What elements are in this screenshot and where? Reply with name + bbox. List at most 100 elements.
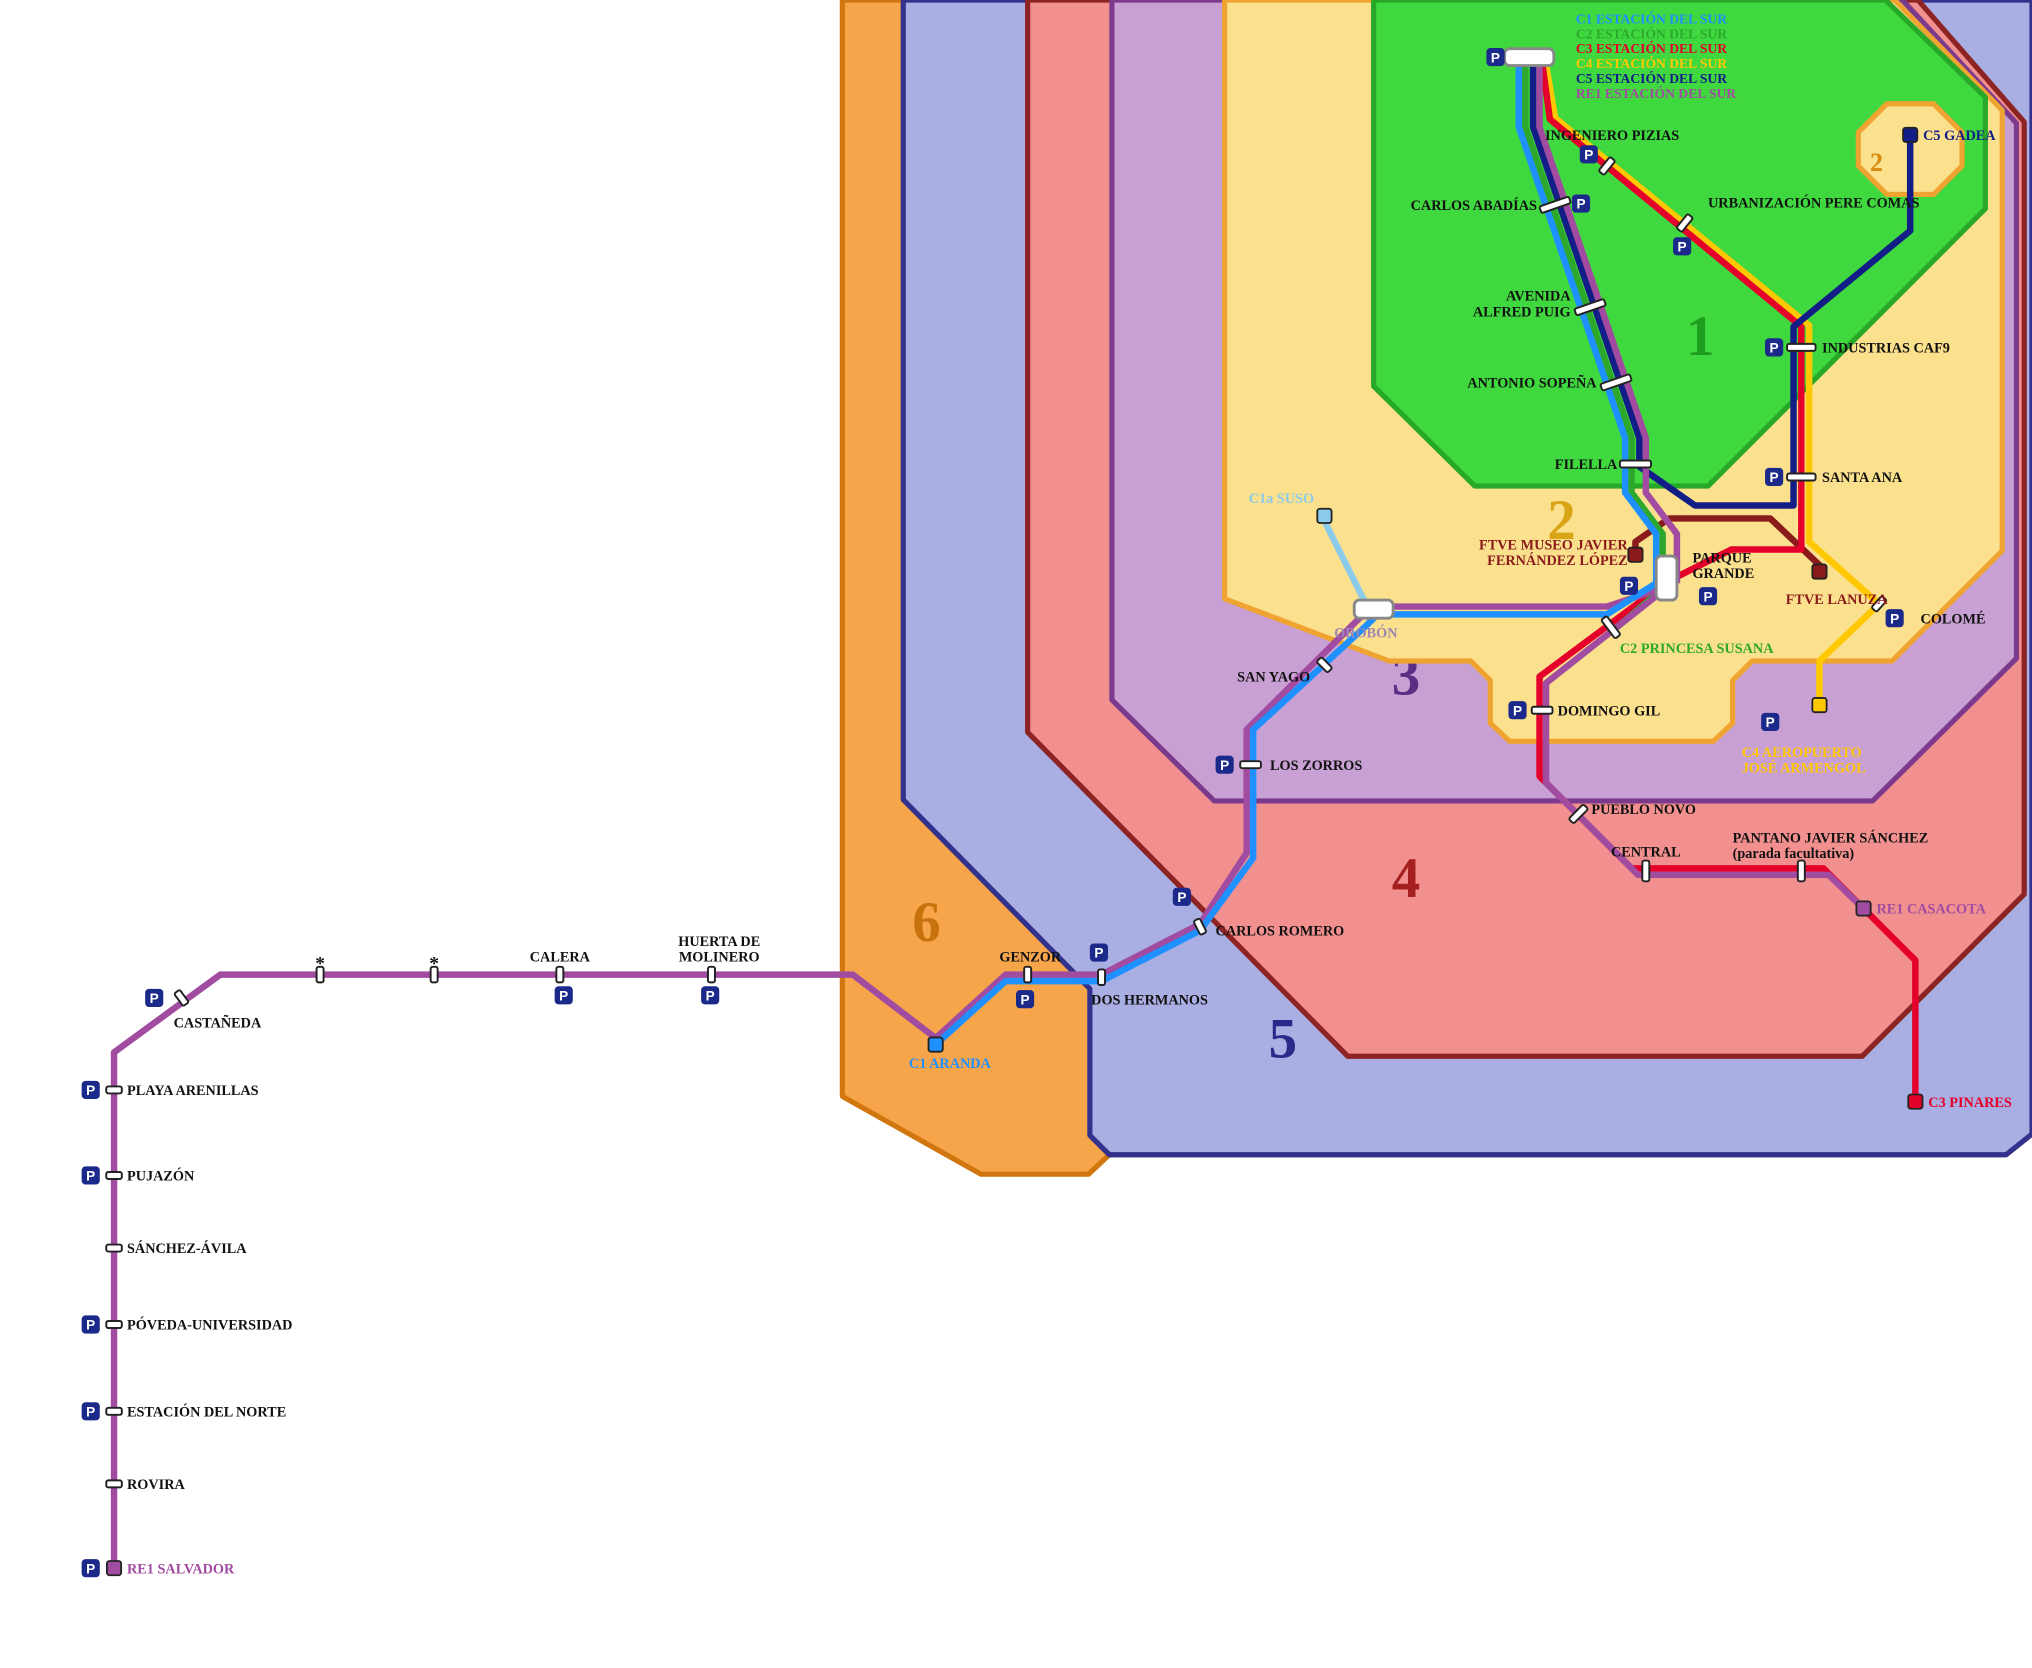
station-urbanizacion-pere-comas-marker bbox=[1676, 213, 1694, 233]
station-urbanizacion-pere-comas-parking-icon bbox=[1673, 237, 1692, 256]
station-salvador-parking-letter: P bbox=[86, 1561, 95, 1576]
station-parque-grande-parking-letter: P bbox=[1703, 589, 1712, 604]
station-parque-grande-marker bbox=[1654, 554, 1679, 602]
station-ingeniero-pizias-marker bbox=[1598, 156, 1616, 176]
station-pujazon-label: PUJAZÓN bbox=[127, 1168, 195, 1185]
station-asterisk-2-marker bbox=[429, 965, 439, 984]
station-domingo-gil-parking-icon bbox=[1508, 701, 1527, 720]
station-huerta-de-molinero-marker bbox=[706, 965, 716, 984]
station-parque-grande-label: GRANDE bbox=[1692, 566, 1754, 582]
station-calera-label: CALERA bbox=[530, 950, 591, 966]
station-avenida-alfred-puig-label: AVENIDA bbox=[1506, 289, 1571, 305]
station-casacota-label: RE1 CASACOTA bbox=[1876, 902, 1986, 918]
station-sanchez-avila-label: SÁNCHEZ-ÁVILA bbox=[127, 1240, 247, 1257]
station-rovira-label: ROVIRA bbox=[127, 1477, 186, 1493]
station-gadea-marker bbox=[1902, 126, 1919, 143]
station-pueblo-novo-marker bbox=[1568, 803, 1589, 824]
station-antonio-sopena-label: ANTONIO SOPEÑA bbox=[1467, 374, 1597, 392]
station-pinares-label: C3 PINARES bbox=[1928, 1095, 2012, 1111]
station-castaneda-parking-letter: P bbox=[150, 991, 159, 1006]
terminus-label-C1: C1 ESTACIÓN DEL SUR bbox=[1576, 10, 1727, 26]
station-parque-grande-label: PARQUE bbox=[1692, 551, 1751, 567]
station-castaneda-marker bbox=[173, 989, 190, 1007]
station-genzor-label: GENZOR bbox=[999, 950, 1061, 966]
station-aeropuerto-jose-armengol-label: JOSÉ ARMENGOL bbox=[1742, 759, 1866, 776]
station-pantano-javier-sanchez-marker bbox=[1796, 859, 1806, 883]
zone-6-label: 6 bbox=[912, 891, 941, 954]
station-santa-ana-label: SANTA ANA bbox=[1822, 470, 1903, 486]
station-rovira-marker bbox=[105, 1479, 123, 1489]
station-dos-hermanos-parking-icon bbox=[1089, 943, 1109, 962]
station-asterisk-1-marker bbox=[315, 965, 325, 984]
station-poveda-universidad-parking-letter: P bbox=[86, 1318, 95, 1333]
station-carlos-abadias-parking-letter: P bbox=[1576, 197, 1585, 212]
station-huerta-de-molinero-parking-icon bbox=[701, 986, 720, 1005]
station-domingo-gil-marker bbox=[1530, 705, 1554, 715]
station-poveda-universidad-marker bbox=[105, 1320, 123, 1329]
station-industrias-caf9-label: INDUSTRIAS CAF9 bbox=[1822, 341, 1950, 357]
station-huerta-de-molinero-label: HUERTA DE bbox=[678, 934, 760, 950]
station-los-zorros-label: LOS ZORROS bbox=[1270, 758, 1362, 774]
station-colome-parking-icon bbox=[1885, 609, 1904, 628]
station-lanuza-label: FTVE LANUZA bbox=[1786, 592, 1888, 608]
station-genzor-parking-icon bbox=[1016, 990, 1035, 1009]
station-museo-javier-fernandez-lopez-label: FERNÁNDEZ LÓPEZ bbox=[1487, 552, 1628, 569]
station-santa-ana-marker bbox=[1786, 472, 1817, 482]
terminus-label-C2: C2 ESTACIÓN DEL SUR bbox=[1576, 25, 1727, 41]
station-domingo-gil-label: DOMINGO GIL bbox=[1558, 703, 1661, 719]
station-playa-arenillas-label: PLAYA ARENILLAS bbox=[127, 1083, 259, 1099]
station-castaneda-label: CASTAÑEDA bbox=[174, 1014, 262, 1032]
station-domingo-gil-parking-letter: P bbox=[1513, 703, 1522, 718]
station-calera-parking-letter: P bbox=[559, 989, 568, 1004]
station-santa-ana-parking-icon bbox=[1765, 467, 1784, 487]
line-C4 bbox=[1542, 64, 1883, 704]
terminus-label-C4: C4 ESTACIÓN DEL SUR bbox=[1576, 55, 1727, 71]
line-RE1-1 bbox=[1542, 583, 1869, 914]
station-urbanizacion-pere-comas-parking-letter: P bbox=[1678, 239, 1687, 254]
station-ingeniero-pizias-parking-icon bbox=[1579, 145, 1598, 164]
terminus-label-RE1: RE1 ESTACIÓN DEL SUR bbox=[1576, 85, 1736, 101]
line-C5 bbox=[1529, 59, 1914, 509]
station-castaneda-parking-icon bbox=[145, 988, 164, 1008]
station-carlos-romero-label: CARLOS ROMERO bbox=[1216, 924, 1345, 940]
station-estacion-del-norte-parking-icon bbox=[81, 1402, 100, 1421]
station-genzor-parking-letter: P bbox=[1021, 992, 1030, 1007]
station-urbanizacion-pere-comas-label: URBANIZACIÓN PERE COMAS bbox=[1708, 194, 1919, 211]
station-orobon-label: OROBÓN bbox=[1334, 625, 1398, 642]
station-antonio-sopena-marker bbox=[1599, 373, 1633, 392]
station-salvador-marker bbox=[106, 1560, 123, 1577]
station-industrias-caf9-parking-letter: P bbox=[1770, 341, 1779, 356]
station-colome-parking-letter: P bbox=[1890, 611, 1899, 626]
station-colome-label: COLOMÉ bbox=[1921, 610, 1986, 627]
station-asterisk-2-label: * bbox=[429, 953, 439, 974]
station-estacion-del-sur-parking-icon bbox=[1486, 48, 1505, 67]
zone-1-label: 1 bbox=[1686, 305, 1715, 368]
station-carlos-romero-parking-icon bbox=[1172, 887, 1191, 906]
station-estacion-del-norte-label: ESTACIÓN DEL NORTE bbox=[127, 1404, 286, 1421]
station-casacota-marker bbox=[1855, 900, 1872, 917]
station-san-yago-marker bbox=[1316, 656, 1333, 674]
station-museo-javier-fernandez-lopez-parking-letter: P bbox=[1624, 579, 1633, 594]
station-suso-marker bbox=[1316, 507, 1333, 524]
station-los-zorros-marker bbox=[1239, 760, 1262, 770]
station-salvador-parking-icon bbox=[81, 1559, 100, 1578]
station-princesa-susana-label: C2 PRINCESA SUSANA bbox=[1620, 641, 1774, 657]
station-playa-arenillas-marker bbox=[105, 1085, 123, 1095]
station-carlos-romero-parking-letter: P bbox=[1177, 890, 1186, 905]
terminus-label-C3: C3 ESTACIÓN DEL SUR bbox=[1576, 40, 1727, 56]
station-san-yago-label: SAN YAGO bbox=[1237, 670, 1310, 686]
station-central-marker bbox=[1641, 859, 1651, 883]
station-calera-marker bbox=[555, 965, 565, 984]
station-filella-label: FILELLA bbox=[1555, 457, 1618, 473]
station-dos-hermanos-parking-letter: P bbox=[1094, 946, 1103, 961]
station-museo-javier-fernandez-lopez-marker bbox=[1627, 546, 1644, 563]
station-aranda-marker bbox=[927, 1036, 944, 1053]
station-filella-marker bbox=[1618, 459, 1652, 469]
station-aeropuerto-jose-armengol-parking-letter: P bbox=[1766, 715, 1775, 730]
station-carlos-romero-marker bbox=[1193, 917, 1207, 936]
station-los-zorros-parking-letter: P bbox=[1220, 758, 1229, 773]
station-gadea-label: C5 GADEA bbox=[1923, 128, 1996, 144]
station-poveda-universidad-parking-icon bbox=[81, 1315, 100, 1334]
station-museo-javier-fernandez-lopez-parking-icon bbox=[1619, 576, 1639, 595]
station-avenida-alfred-puig-marker bbox=[1573, 298, 1607, 317]
